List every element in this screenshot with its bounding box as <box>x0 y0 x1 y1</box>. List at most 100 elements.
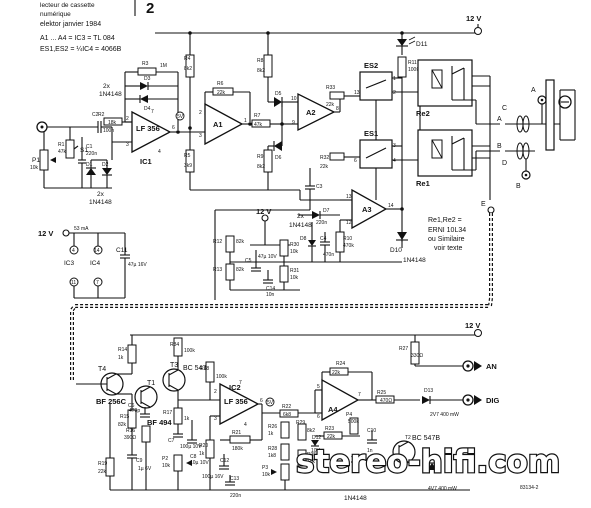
label-a3-diode-note: 2x <box>297 213 305 220</box>
es2-pin-b: 1 <box>393 76 396 82</box>
label-t4-type: BF 256C <box>96 397 127 406</box>
label-r15: R15 <box>120 414 129 420</box>
value-r1: 47k <box>58 149 67 155</box>
label-r6: R6 <box>217 81 224 87</box>
label-c10: C10 <box>367 428 376 434</box>
value-r30: 10k <box>290 249 299 255</box>
label-ic2-name: IC2 <box>229 383 241 392</box>
label-r22: R22 <box>282 404 291 410</box>
ic2-pin2: 2 <box>214 389 217 395</box>
a4-opamp <box>321 378 360 422</box>
label-node-e: E <box>481 201 486 208</box>
label-r4: R4 <box>184 56 191 62</box>
label-re1: Re1 <box>416 179 430 188</box>
a4-section: A4 5 6 7 R24 22k R25 470Ω D13 2V7 400 mW… <box>314 335 500 502</box>
label-c2: C2 <box>92 112 99 118</box>
ic1-5v-marker <box>175 111 185 121</box>
a3-opamp <box>351 188 388 230</box>
label-c11: C11 <box>116 247 128 254</box>
label-r7: R7 <box>254 113 261 119</box>
relay-note-2: ERNI 10L34 <box>428 227 466 234</box>
label-d10-type: 1N4148 <box>403 257 426 264</box>
value-r17: 1k <box>184 416 190 422</box>
label-ic3: IC3 <box>64 260 75 267</box>
value-r15: 82k <box>118 422 127 428</box>
relays-section: Re2 Re1 A B C D A <box>416 59 576 252</box>
value-r31: 10k <box>290 275 299 281</box>
label-r20: R20 <box>199 443 208 449</box>
a2-pin9: 9 <box>292 120 295 126</box>
label-a4: A4 <box>328 405 338 414</box>
label-r3: R3 <box>142 61 149 67</box>
label-d6: D6 <box>275 155 282 161</box>
a3-pin14: 14 <box>388 203 394 209</box>
label-d12: D12 <box>312 435 321 441</box>
es2-pin-a: 13 <box>354 90 360 96</box>
relay-note-3: ou Similaire <box>428 236 465 243</box>
value-r35: 10k <box>307 459 316 465</box>
value-r32: 22k <box>320 164 329 170</box>
label-t4: T4 <box>98 366 106 373</box>
watermark: stereo-hifi.com <box>296 444 560 480</box>
value-r24: 22k <box>332 370 341 376</box>
label-conn-b: B <box>516 183 521 190</box>
label-output-dig: DIG <box>486 396 500 405</box>
es1-pin-a: 6 <box>354 158 357 164</box>
value-c1: 220n <box>86 151 97 157</box>
label-d1: D1 <box>86 162 93 168</box>
label-r5: R5 <box>184 153 191 159</box>
label-conn-a: A <box>531 87 536 94</box>
label-r25: R25 <box>377 390 386 396</box>
label-p3: P3 <box>262 465 268 471</box>
label-r30: R30 <box>290 242 299 248</box>
a1-pin-minus: 2 <box>199 110 202 116</box>
label-d7: D7 <box>323 208 330 214</box>
connector-e <box>487 206 495 214</box>
spec-d14: 4V7 400 mW <box>428 486 457 492</box>
label-r19: R19 <box>98 461 107 467</box>
value-r34: 100k <box>184 348 195 354</box>
terminal-12v-left <box>62 229 70 237</box>
resistor-r11: R11 100Ω <box>397 56 420 88</box>
value-r8: 8k2 <box>257 68 265 74</box>
label-r21: R21 <box>232 430 241 436</box>
es2-pin-c: 2 <box>393 90 396 96</box>
relay-note-1: Re1,Re2 = <box>428 217 462 224</box>
value-c11: 47µ 16V <box>128 262 147 268</box>
value-c13: 220n <box>230 493 241 499</box>
label-r8: R8 <box>257 58 264 64</box>
figure-number: 2 <box>146 0 154 17</box>
a1-section: R6 22k A1 2 3 1 <box>178 81 252 146</box>
label-c4: C4 <box>320 236 327 242</box>
label-r13: R13 <box>213 267 222 273</box>
label-es1: ES1 <box>364 129 378 138</box>
label-s1: S1 <box>80 147 88 154</box>
label-r32: R32 <box>320 155 329 161</box>
label-ic1-diode-type: 1N4148 <box>99 91 122 98</box>
label-re2: Re2 <box>416 109 430 118</box>
spec-d13: 2V7 400 mW <box>430 412 459 418</box>
label-t2-type: BC 547B <box>412 435 440 442</box>
label-r29: R29 <box>296 420 305 426</box>
top-rails: 12 V <box>155 14 482 55</box>
value-r27: 330Ω <box>411 353 423 359</box>
ic2-rail: 5V <box>267 400 274 406</box>
label-12v-mid: 12 V <box>256 207 271 216</box>
value-r12: 82k <box>236 239 245 245</box>
value-r9: 8k2 <box>257 164 265 170</box>
label-d12-note: 2x <box>97 191 105 198</box>
header-line-5: ES1,ES2 = ¼IC4 = 4066B <box>40 46 122 53</box>
label-es2: ES2 <box>364 61 378 70</box>
label-r2: R2 <box>98 112 105 118</box>
ic3-gnd-pin: 11 <box>71 280 76 286</box>
label-r33: R33 <box>326 85 335 91</box>
label-r28: R28 <box>268 446 277 452</box>
label-c9: C9 <box>136 458 143 464</box>
label-t1: T1 <box>147 380 155 387</box>
label-12v-top: 12 V <box>466 14 481 23</box>
relay-re1 <box>417 129 473 177</box>
label-node-d: D <box>502 160 507 167</box>
a1-pin-plus: 3 <box>199 133 202 139</box>
a2-pin10: 10 <box>291 96 297 102</box>
header-line-3: elektor janvier 1984 <box>40 21 101 28</box>
